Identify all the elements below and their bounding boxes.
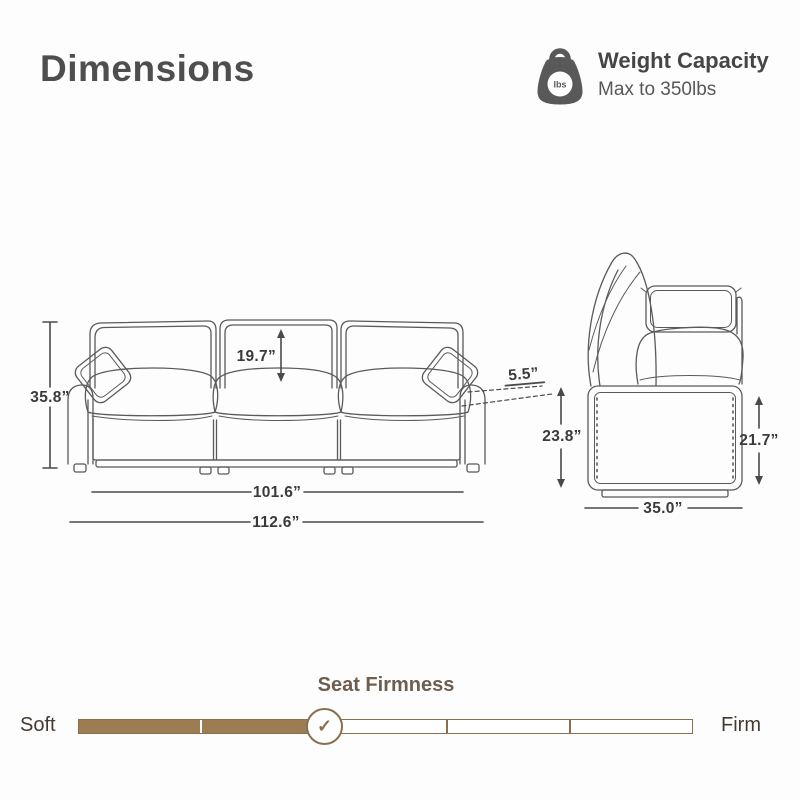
dim-side-inner-height: 21.7”	[739, 396, 778, 485]
weight-capacity-block: lbs Weight Capacity Max to 350lbs	[536, 48, 769, 108]
firmness-tick-1	[200, 720, 202, 733]
firmness-soft-label: Soft	[20, 714, 56, 736]
sofa-side-view	[587, 252, 744, 498]
firmness-level-marker: ✓	[306, 708, 343, 745]
kettlebell-weight-icon: lbs	[537, 48, 583, 105]
dim-overall-width-label: 112.6”	[252, 514, 299, 531]
check-icon: ✓	[316, 716, 333, 736]
firmness-tick-3	[446, 720, 448, 733]
dim-side-depth-label: 35.0”	[643, 500, 682, 517]
firmness-scale-fill	[79, 720, 325, 733]
sofa-dimensions-diagram: 35.8” 19.7” 5.5” 101.6” 112.6”	[30, 252, 778, 531]
page-title: Dimensions	[40, 48, 255, 89]
sofa-front-view	[67, 319, 486, 475]
dim-seat-width: 101.6”	[91, 484, 464, 501]
dim-side-inner-height-label: 21.7”	[739, 432, 778, 449]
dim-back-cushion-height: 19.7”	[237, 329, 285, 382]
firmness-firm-label: Firm	[721, 714, 761, 736]
firmness-scale-track	[78, 719, 693, 734]
svg-text:lbs: lbs	[553, 80, 566, 90]
left-arm-pillow	[74, 346, 132, 404]
dim-arm-pillow-thickness-label: 5.5”	[508, 365, 540, 385]
dim-seat-width-label: 101.6”	[253, 484, 301, 501]
firmness-tick-4	[569, 720, 571, 733]
seat-firmness-title: Seat Firmness	[317, 674, 455, 696]
dim-overall-width: 112.6”	[69, 514, 484, 531]
weight-capacity-value: Max to 350lbs	[598, 79, 717, 101]
dim-side-base-height-label: 23.8”	[542, 428, 581, 445]
dim-side-base-height: 23.8”	[542, 387, 581, 488]
dimension-lines: 35.8” 19.7” 5.5” 101.6” 112.6”	[30, 321, 778, 531]
right-arm-pillow	[421, 346, 479, 404]
dim-side-depth: 35.0”	[584, 500, 743, 517]
dim-back-cushion-height-label: 19.7”	[237, 348, 276, 365]
dim-arm-pillow-thickness: 5.5”	[504, 365, 546, 387]
dim-front-overall-height-label: 35.8”	[30, 389, 69, 406]
weight-capacity-title: Weight Capacity	[598, 48, 769, 73]
dim-front-overall-height: 35.8”	[30, 321, 69, 469]
